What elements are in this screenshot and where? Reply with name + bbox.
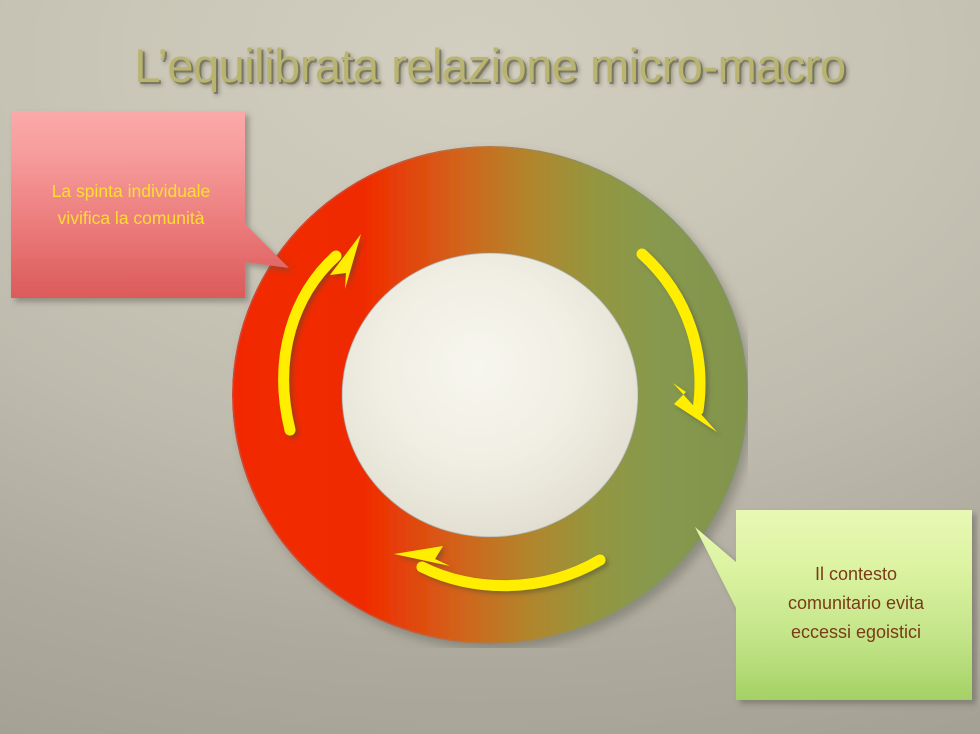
callout-right-shape <box>695 510 972 700</box>
page-title: L’equilibrata relazione micro-macro <box>134 39 846 92</box>
callout-left-shape <box>11 111 289 298</box>
ring-inner-edge <box>341 252 639 538</box>
callout-left-red[interactable]: La spinta individuale vivifica la comuni… <box>8 108 298 308</box>
cycle-ring-svg <box>232 146 748 644</box>
cycle-ring-diagram <box>232 142 748 648</box>
ring-inner-hole <box>342 253 638 537</box>
arrow-left-up-icon <box>278 234 361 436</box>
ring-outer-edge <box>232 146 748 644</box>
callout-right-green[interactable]: Il contesto comunitario evita eccessi eg… <box>690 504 978 712</box>
arrow-bottom-left-icon <box>394 546 606 592</box>
arrow-right-down-icon <box>636 248 717 432</box>
